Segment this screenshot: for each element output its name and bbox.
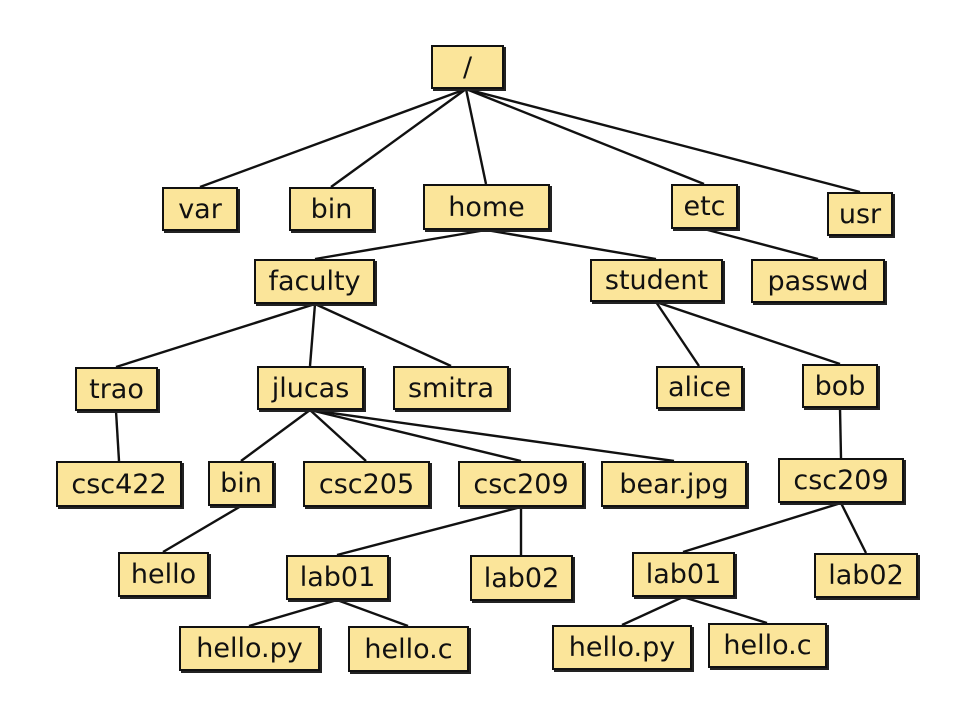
node-smitra: smitra bbox=[393, 366, 509, 410]
node-bob-hello-c: hello.c bbox=[708, 623, 827, 668]
edge-root-bin bbox=[330, 88, 467, 188]
node-jlucas-lab02: lab02 bbox=[470, 555, 573, 601]
edge-root-usr bbox=[465, 87, 861, 194]
edge-jlucas-bear bbox=[309, 408, 675, 463]
edge-bob_lab01-bob_hello_c bbox=[682, 595, 768, 625]
edge-home-student bbox=[485, 228, 657, 261]
edge-student-alice bbox=[655, 301, 700, 367]
node-hello: hello bbox=[118, 552, 209, 597]
node-bob: bob bbox=[802, 364, 878, 408]
edge-jl_lab01-jl_hello_py bbox=[248, 598, 338, 628]
edge-root-home bbox=[464, 88, 488, 185]
node-alice: alice bbox=[656, 366, 743, 409]
node-jlucas-bin: bin bbox=[208, 461, 274, 506]
node-root: / bbox=[431, 45, 504, 89]
node-var: var bbox=[162, 187, 238, 231]
node-bob-lab02: lab02 bbox=[814, 553, 918, 598]
edge-bob-bob_csc209 bbox=[838, 407, 843, 459]
node-student: student bbox=[590, 259, 723, 302]
edge-home-faculty bbox=[314, 228, 487, 261]
node-home: home bbox=[423, 184, 550, 230]
edge-bob_csc209-bob_lab01 bbox=[682, 501, 842, 554]
node-jlucas-csc209: csc209 bbox=[458, 461, 584, 507]
edge-student-bob bbox=[655, 300, 841, 366]
node-jlucas-hello-py: hello.py bbox=[179, 626, 320, 671]
edge-faculty-smitra bbox=[314, 302, 452, 368]
edge-jlucas-jl_bin bbox=[240, 409, 311, 462]
edge-root-var bbox=[199, 87, 467, 189]
edge-jlucas-csc205 bbox=[309, 409, 367, 462]
node-csc422: csc422 bbox=[56, 461, 182, 507]
node-bin: bin bbox=[289, 187, 374, 231]
edge-etc-passwd bbox=[703, 227, 819, 261]
edge-faculty-trao bbox=[115, 302, 316, 369]
node-bob-hello-py: hello.py bbox=[552, 625, 692, 670]
node-faculty: faculty bbox=[254, 259, 375, 304]
edge-jl_csc209-jl_lab01 bbox=[336, 505, 522, 557]
node-jlucas-hello-c: hello.c bbox=[348, 626, 469, 672]
node-csc205: csc205 bbox=[303, 461, 430, 507]
edge-root-etc bbox=[465, 87, 705, 186]
node-usr: usr bbox=[827, 192, 893, 236]
node-bear-jpg: bear.jpg bbox=[601, 461, 747, 507]
edge-jl_lab01-jl_hello_c bbox=[336, 598, 409, 628]
edge-jlucas-jl_csc209 bbox=[309, 408, 522, 463]
edge-bob_lab01-bob_hello_py bbox=[621, 595, 684, 627]
edge-trao-csc422 bbox=[114, 410, 121, 462]
node-passwd: passwd bbox=[751, 259, 885, 303]
node-jlucas: jlucas bbox=[257, 366, 364, 410]
node-bob-csc209: csc209 bbox=[778, 458, 904, 503]
edge-faculty-jlucas bbox=[308, 303, 317, 367]
node-bob-lab01: lab01 bbox=[632, 552, 735, 597]
node-jlucas-lab01: lab01 bbox=[286, 555, 389, 600]
node-trao: trao bbox=[75, 367, 158, 411]
edge-bob_csc209-bob_lab02 bbox=[839, 502, 868, 554]
node-etc: etc bbox=[671, 184, 738, 229]
edge-jl_bin-hello bbox=[162, 504, 242, 554]
